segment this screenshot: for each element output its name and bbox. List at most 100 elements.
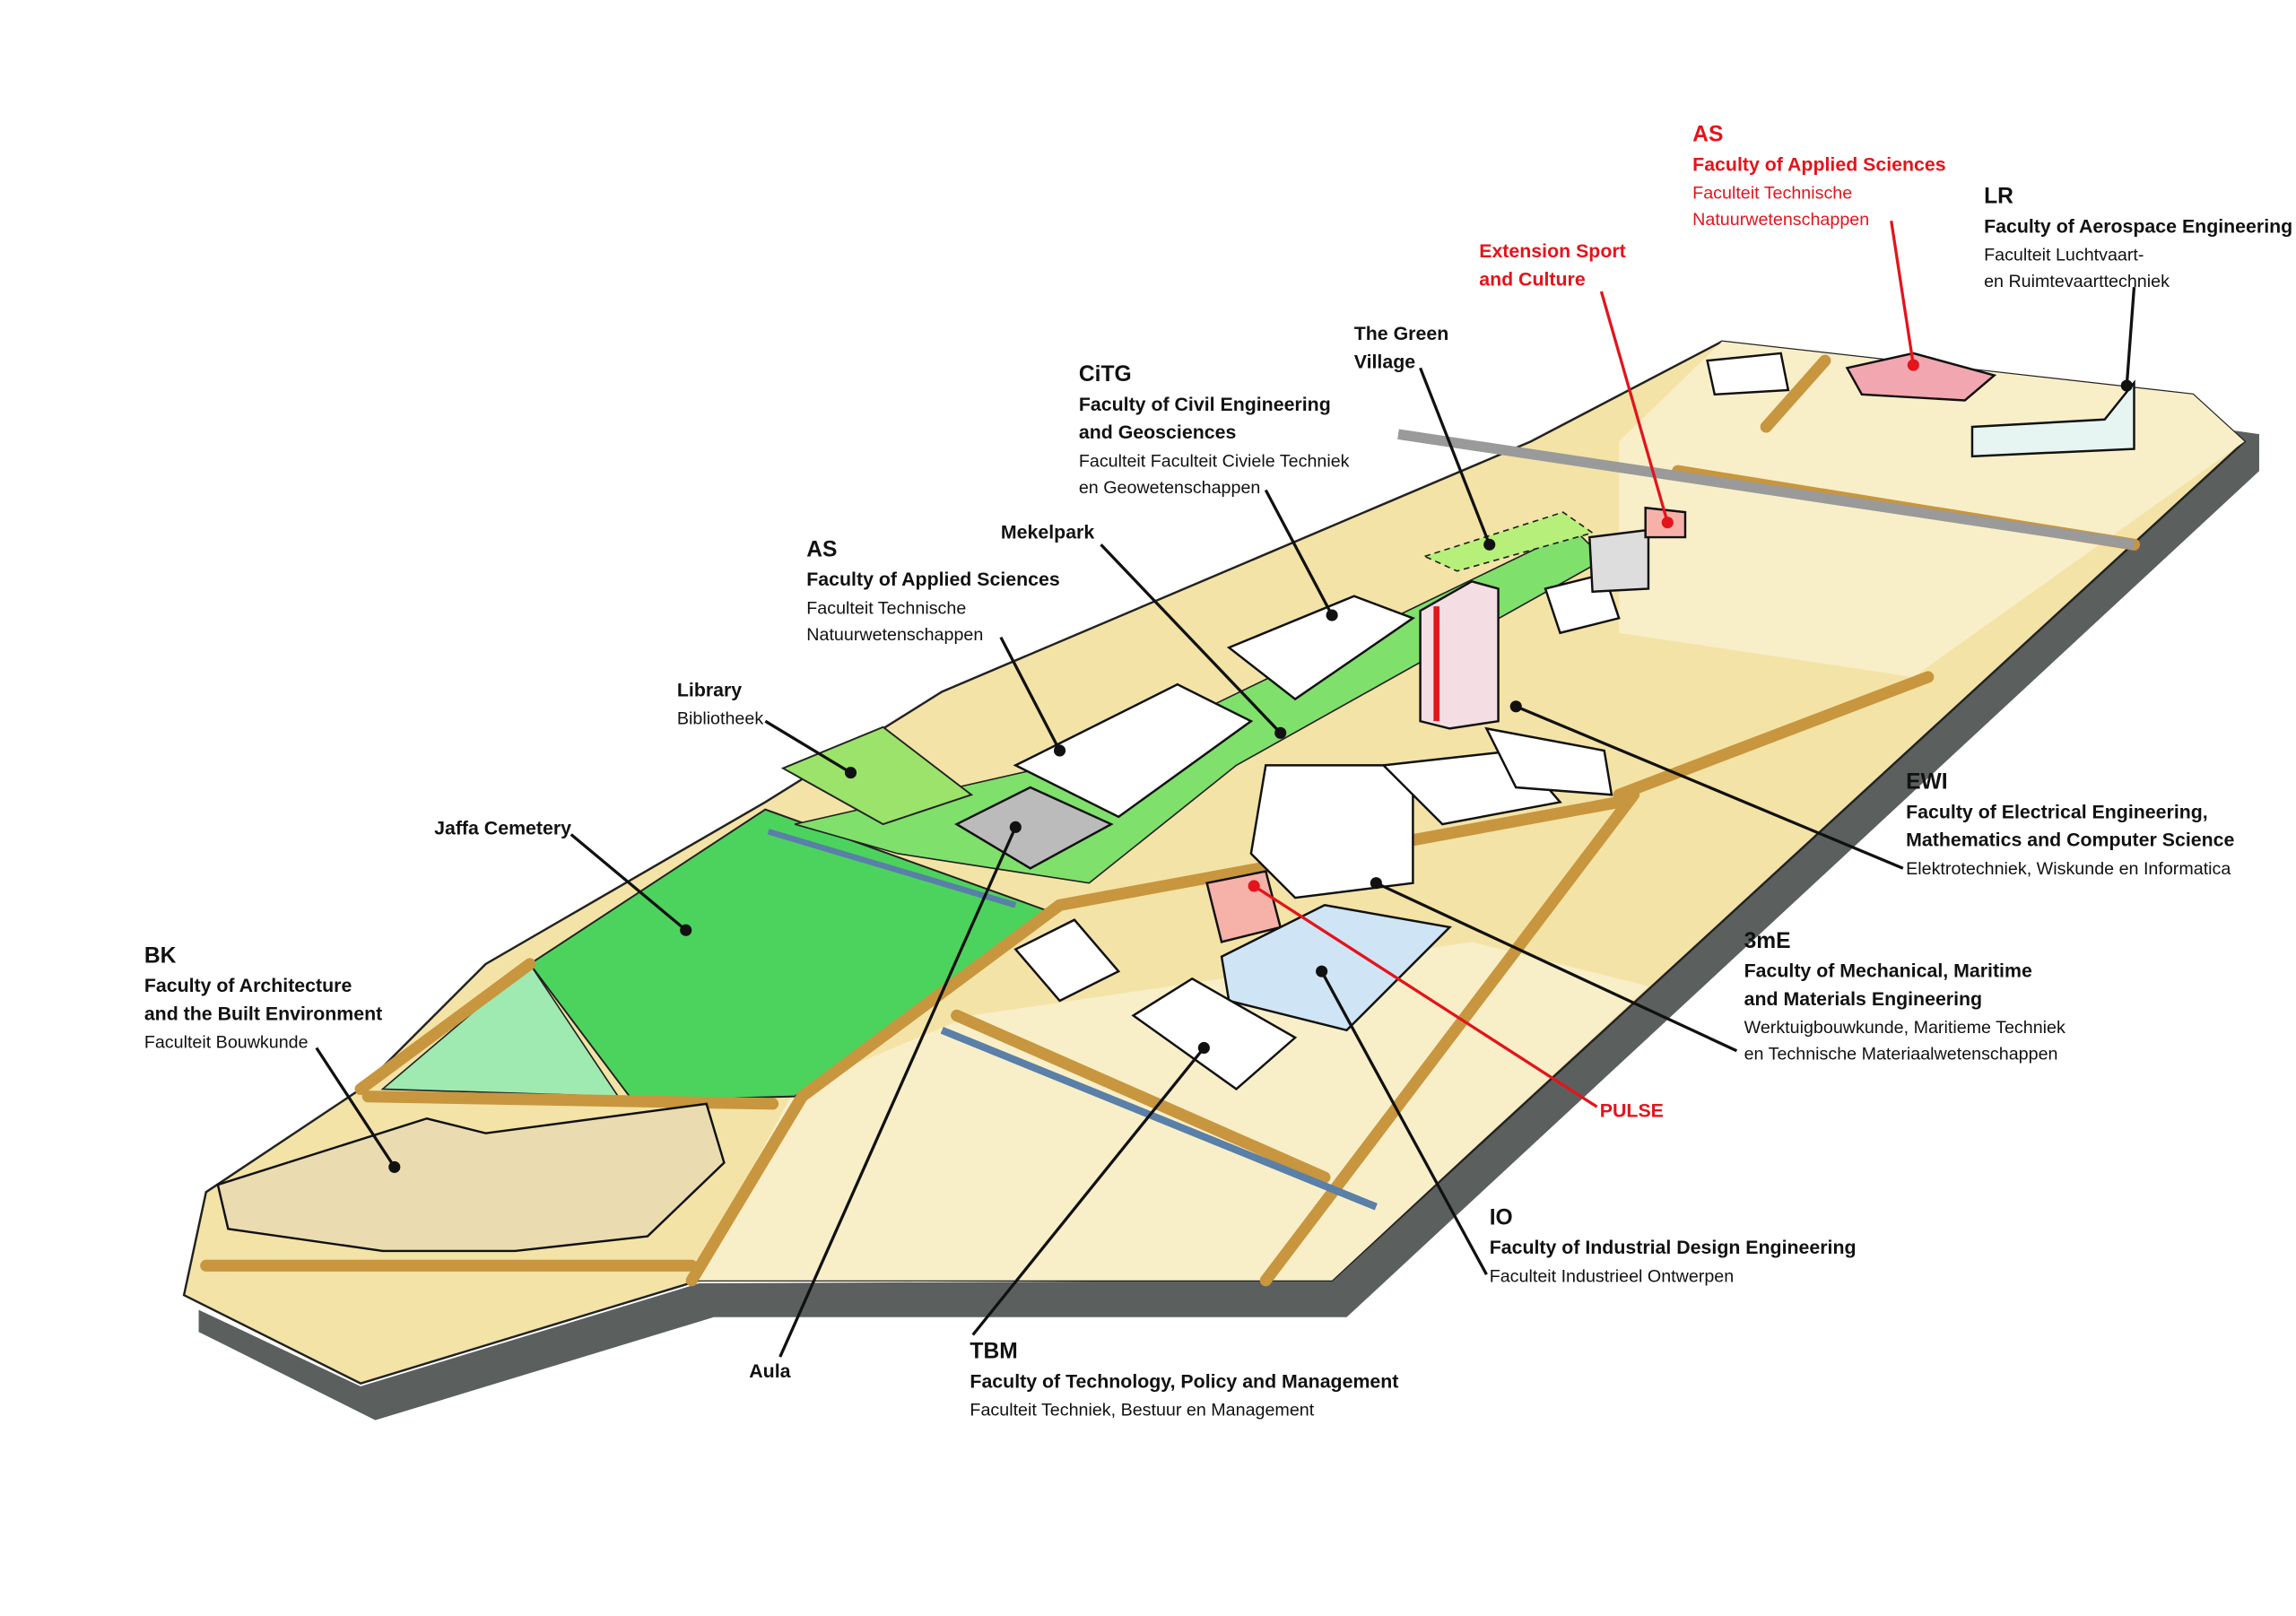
leader-dot bbox=[1197, 1041, 1210, 1055]
label-title: Jaffa Cemetery bbox=[434, 818, 571, 839]
leader-line bbox=[999, 636, 1061, 752]
label-subtitle: en Technische Materiaalwetenschappen bbox=[1744, 1045, 2058, 1064]
leader-line bbox=[971, 1047, 1205, 1336]
label-title: Faculty of Mechanical, Maritime bbox=[1744, 960, 2032, 982]
label-title: and Culture bbox=[1479, 268, 1586, 290]
label-subtitle: Werktuigbouwkunde, Maritieme Techniek bbox=[1744, 1018, 2066, 1038]
label-code: IO bbox=[1490, 1205, 1513, 1229]
label-title: Faculty of Aerospace Engineering bbox=[1984, 215, 2292, 237]
label-subtitle: Faculteit Industrieel Ontwerpen bbox=[1490, 1266, 1734, 1286]
building-3me bbox=[1249, 764, 1414, 899]
leader-line bbox=[1515, 705, 1904, 870]
leader-dot bbox=[844, 767, 857, 779]
building-east-b bbox=[1484, 726, 1613, 796]
building-mekel-1 bbox=[1013, 918, 1121, 1003]
canal-south bbox=[940, 1026, 1378, 1211]
building-north bbox=[1706, 352, 1790, 396]
leader-dot bbox=[1009, 821, 1022, 833]
leader-dot bbox=[1274, 726, 1287, 739]
label-title: Mathematics and Computer Science bbox=[1906, 830, 2234, 851]
label-code: CiTG bbox=[1079, 362, 1132, 387]
leader-dot bbox=[2120, 379, 2133, 392]
label-subtitle: Elektrotechniek, Wiskunde en Informatica bbox=[1906, 859, 2231, 879]
leader-line bbox=[315, 1047, 396, 1169]
library-roof bbox=[780, 725, 974, 826]
label-title: Mekelpark bbox=[1001, 522, 1094, 543]
canal-north bbox=[767, 829, 1017, 908]
buildings bbox=[216, 352, 2135, 1253]
label-extension-sport: Extension Sport and Culture bbox=[1479, 240, 1674, 529]
label-title: Village bbox=[1354, 351, 1416, 372]
leader-dot bbox=[1248, 880, 1260, 892]
label-code: EWI bbox=[1906, 770, 1947, 795]
label-subtitle: Natuurwetenschappen bbox=[1692, 210, 1869, 230]
leader-line bbox=[570, 833, 687, 932]
label-title: The Green bbox=[1354, 323, 1449, 344]
building-sport bbox=[1588, 528, 1650, 594]
label-mekelpark: Mekelpark bbox=[1001, 522, 1287, 739]
label-subtitle: Faculteit Technische bbox=[1692, 184, 1852, 204]
label-title: Faculty of Industrial Design Engineering bbox=[1490, 1237, 1857, 1258]
leader-line bbox=[1253, 884, 1598, 1108]
label-title: Faculty of Architecture bbox=[144, 975, 352, 996]
label-title: and the Built Environment bbox=[144, 1003, 382, 1024]
label-pulse: PULSE bbox=[1248, 880, 1664, 1122]
green-village-area bbox=[1422, 511, 1595, 572]
leader-line bbox=[1100, 543, 1282, 734]
leader-dot bbox=[1370, 877, 1382, 890]
leader-dot bbox=[1053, 744, 1066, 757]
railway bbox=[1397, 429, 2135, 550]
label-subtitle: Bibliotheek bbox=[677, 708, 763, 728]
label-code: AS bbox=[806, 537, 837, 561]
leader-line bbox=[1320, 970, 1488, 1275]
label-title: PULSE bbox=[1600, 1100, 1664, 1122]
label-jaffa-cemetery: Jaffa Cemetery bbox=[434, 818, 692, 936]
label-title: Library bbox=[677, 679, 742, 700]
leader-line bbox=[778, 826, 1017, 1358]
leader-dot bbox=[1326, 609, 1338, 621]
label-subtitle: Faculteit Technische bbox=[806, 598, 966, 618]
leader-line bbox=[1890, 220, 1915, 366]
leader-line bbox=[764, 719, 852, 775]
label-ewi: EWI Faculty of Electrical Engineering, Mat… bbox=[1509, 700, 2235, 879]
label-tbm: TBM Faculty of Technology, Policy and Man… bbox=[970, 1041, 1398, 1421]
label-citg: CiTG Faculty of Civil Engineering and Geos… bbox=[1079, 362, 1350, 621]
label-subtitle: Faculteit Faculteit Civiele Techniek bbox=[1079, 451, 1350, 471]
label-io: IO Faculty of Industrial Design Engineeri… bbox=[1316, 965, 1857, 1286]
label-subtitle: Faculteit Techniek, Bestuur en Managemen… bbox=[970, 1401, 1314, 1421]
label-subtitle: Faculteit Luchtvaart- bbox=[1984, 246, 2144, 265]
leader-dot bbox=[1316, 965, 1328, 977]
leader-dot bbox=[680, 924, 692, 936]
label-title: Faculty of Civil Engineering bbox=[1079, 394, 1331, 415]
leader-dot bbox=[1661, 517, 1674, 529]
label-code: TBM bbox=[970, 1340, 1017, 1364]
label-title: and Materials Engineering bbox=[1744, 988, 1982, 1010]
leader-line bbox=[1419, 367, 1492, 545]
building-citg bbox=[1226, 595, 1416, 701]
building-aula bbox=[954, 786, 1114, 870]
building-as-new bbox=[1845, 352, 1997, 402]
label-title: Faculty of Technology, Policy and Manage… bbox=[970, 1371, 1398, 1393]
leader-dot bbox=[1483, 538, 1496, 551]
leader-dot bbox=[1907, 359, 1919, 371]
leader-dot bbox=[1509, 700, 1522, 713]
label-subtitle: en Ruimtevaarttechniek bbox=[1984, 272, 2170, 291]
building-as bbox=[1013, 682, 1254, 819]
label-title: Extension Sport bbox=[1479, 240, 1626, 262]
label-title: Faculty of Electrical Engineering, bbox=[1906, 801, 2208, 822]
building-bk bbox=[216, 1102, 726, 1253]
leader-line bbox=[1375, 882, 1738, 1053]
label-subtitle: Natuurwetenschappen bbox=[806, 625, 983, 645]
building-lr bbox=[1970, 379, 2135, 458]
label-title: Faculty of Applied Sciences bbox=[806, 569, 1059, 590]
label-title: and Geosciences bbox=[1079, 421, 1236, 443]
label-aula: Aula bbox=[749, 821, 1022, 1382]
label-code: AS bbox=[1692, 123, 1723, 147]
